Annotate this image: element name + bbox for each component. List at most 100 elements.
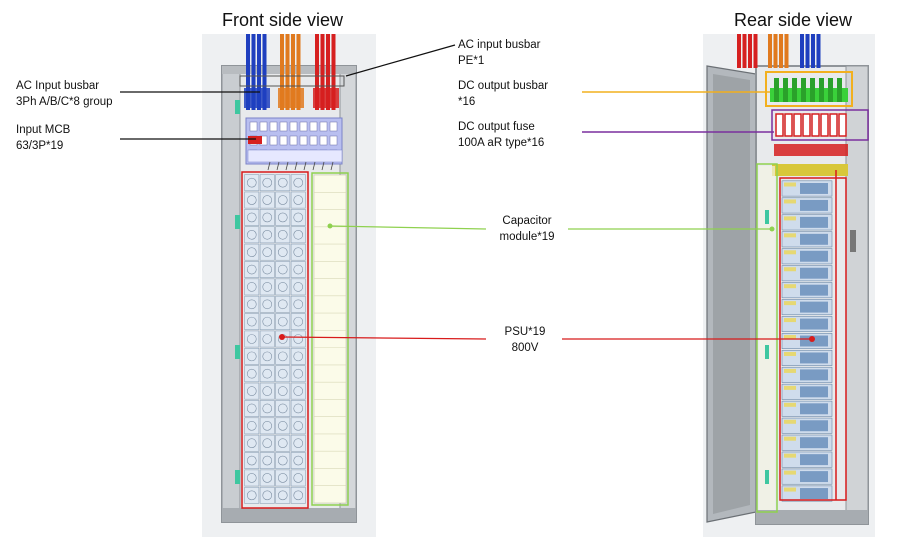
front-psu-module <box>290 261 306 278</box>
front-wire <box>321 161 325 171</box>
front-psu-module <box>275 209 291 226</box>
front-psu-module <box>275 295 291 313</box>
rear-psu-heatsink <box>800 369 828 381</box>
front-psu-module <box>275 452 291 469</box>
front-psu-module <box>259 434 275 452</box>
front-latch <box>235 470 240 484</box>
front-psu-module <box>244 486 260 504</box>
front-wire <box>276 161 280 171</box>
front-cable <box>262 34 267 110</box>
front-psu-fan <box>277 229 288 240</box>
rear-psu-heatsink <box>800 386 828 398</box>
rear-psu-terminal <box>784 419 796 424</box>
label-dc-output-fuse-line1: DC output fuse <box>458 121 535 133</box>
front-psu-fan <box>277 177 288 188</box>
rear-right-post <box>845 65 869 525</box>
front-cable <box>320 34 325 110</box>
front-psu-module <box>259 209 275 226</box>
front-psu-fan <box>277 195 288 205</box>
front-psu-module <box>290 209 306 226</box>
front-cable <box>331 34 336 110</box>
front-mcb <box>299 135 308 146</box>
rear-plinth <box>756 510 868 524</box>
rear-psu-terminal <box>784 402 796 407</box>
front-psu-module <box>259 469 275 487</box>
front-psu-module <box>244 452 260 469</box>
front-psu-module <box>275 278 291 296</box>
front-psu-fan <box>277 264 288 275</box>
front-psu-fan <box>277 299 288 310</box>
front-psu-fan <box>246 334 257 344</box>
front-psu-fan <box>262 212 273 223</box>
front-psu-fan <box>277 212 288 223</box>
front-psu-fan <box>277 490 288 501</box>
front-psu-module <box>290 365 306 383</box>
front-psu-module <box>290 243 306 261</box>
rear-psu-terminal <box>784 199 796 204</box>
label-ac-input-busbar-line1: AC Input busbar <box>16 80 100 92</box>
front-capacitor-column <box>313 174 347 504</box>
label-dc-output-busbar-line2: *16 <box>458 96 476 108</box>
front-cable <box>315 34 319 110</box>
front-psu-module <box>259 191 275 209</box>
rear-dc-fuse <box>775 113 784 137</box>
front-mcb <box>279 121 288 132</box>
front-psu-fan <box>277 473 288 483</box>
front-mcb <box>299 121 308 132</box>
front-psu-fan <box>277 455 288 466</box>
front-psu-fan <box>277 438 288 449</box>
front-psu-fan <box>246 177 257 188</box>
rear-dc-fuse-outline <box>771 109 869 141</box>
front-psu-fan <box>262 386 273 396</box>
rear-psu-heatsink <box>800 267 828 279</box>
front-psu-module <box>275 417 291 435</box>
leader-psu-front <box>281 336 487 340</box>
front-psu-fan <box>246 421 257 431</box>
rear-yellow-bar <box>772 164 848 176</box>
rear-psu-terminal <box>784 487 796 492</box>
rear-cabinet <box>703 34 875 537</box>
front-psu-module <box>244 417 260 435</box>
label-dc-output-busbar-line1: DC output busbar <box>458 80 549 92</box>
rear-dc-busbar-tab <box>792 78 797 102</box>
front-psu-fan <box>262 473 273 483</box>
front-mcb <box>279 135 288 146</box>
label-ac-input-pe-line1: AC input busbar <box>458 39 541 51</box>
front-psu-fan <box>246 473 257 483</box>
label-input-mcb-line1: Input MCB <box>16 124 71 136</box>
front-psu-module <box>244 295 260 313</box>
front-psu-fan <box>246 282 257 292</box>
rear-cable <box>768 34 772 68</box>
front-psu-fan <box>246 368 257 379</box>
front-cabinet <box>202 34 376 537</box>
front-psu-module <box>275 434 291 452</box>
front-psu-module <box>259 261 275 278</box>
front-mcb <box>309 121 318 132</box>
front-view-title: Front side view <box>222 10 344 30</box>
front-psu-fan <box>293 282 304 292</box>
front-psu-fan <box>262 316 273 327</box>
front-cable <box>291 34 295 110</box>
label-ac-input-busbar-line2: 3Ph A/B/C*8 group <box>16 96 113 108</box>
front-psu-module <box>275 365 291 383</box>
rear-psu-terminal <box>784 351 796 356</box>
front-psu-module <box>275 400 291 417</box>
rear-psu-terminal <box>784 453 796 458</box>
front-psu-fan <box>262 421 273 431</box>
rear-dc-busbar-tab <box>819 78 824 102</box>
front-psu-module <box>275 226 291 244</box>
front-psu-module <box>244 365 260 383</box>
label-capacitor-module-line1: Capacitor <box>502 215 552 227</box>
rear-psu-terminal <box>784 368 796 373</box>
front-psu-module <box>259 486 275 504</box>
front-psu-fan <box>277 247 288 257</box>
rear-dc-busbar-tab <box>810 78 815 102</box>
front-psu-module <box>275 382 291 400</box>
label-dc-output-fuse-line2: 100A aR type*16 <box>458 137 545 149</box>
front-psu-fan <box>277 368 288 379</box>
front-psu-module <box>259 243 275 261</box>
front-psu-module <box>244 313 260 331</box>
front-psu-module <box>275 261 291 278</box>
front-psu-module <box>244 400 260 417</box>
front-psu-fan <box>293 195 304 205</box>
